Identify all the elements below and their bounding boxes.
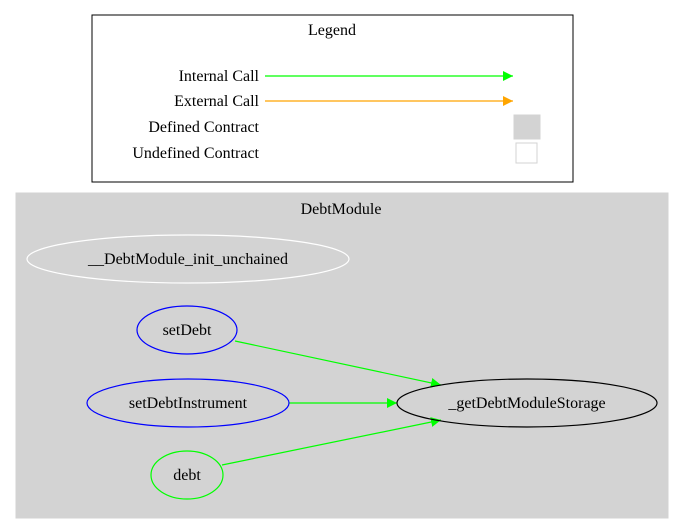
legend-title: Legend bbox=[308, 22, 356, 39]
legend-label-defined-contract: Defined Contract bbox=[148, 119, 259, 136]
node-shape bbox=[86, 378, 290, 428]
node-get-debt-module-storage[interactable]: _getDebtModuleStorage bbox=[396, 378, 658, 428]
legend-label-undefined-contract: Undefined Contract bbox=[132, 145, 259, 162]
node-label: setDebtInstrument bbox=[129, 395, 248, 412]
legend: Legend Internal Call External Call Defin… bbox=[91, 14, 574, 183]
edge-debt-to-storage bbox=[221, 417, 442, 466]
legend-label-internal-call: Internal Call bbox=[179, 68, 260, 85]
node-shape bbox=[396, 378, 658, 428]
node-debt[interactable]: debt bbox=[150, 450, 224, 500]
node-setdebt[interactable]: setDebt bbox=[136, 305, 238, 355]
node-label: debt bbox=[173, 467, 201, 484]
node-label: __DebtModule_init_unchained bbox=[87, 251, 288, 268]
node-shape bbox=[136, 305, 238, 355]
node-label: _getDebtModuleStorage bbox=[447, 395, 605, 412]
cluster-title: DebtModule bbox=[301, 201, 382, 218]
legend-defined-contract-swatch bbox=[513, 114, 541, 140]
node-shape bbox=[26, 234, 350, 284]
edge-setdebt-to-storage bbox=[234, 340, 442, 388]
node-setdebtinstrument[interactable]: setDebtInstrument bbox=[86, 378, 290, 428]
node-debtmodule-init-unchained[interactable]: __DebtModule_init_unchained bbox=[26, 234, 350, 284]
legend-label-external-call: External Call bbox=[174, 93, 259, 110]
node-shape bbox=[150, 450, 224, 500]
node-label: setDebt bbox=[163, 322, 212, 339]
cluster-background bbox=[15, 192, 669, 519]
cluster-debt-module: DebtModule __DebtModule_init_unchained s… bbox=[15, 192, 669, 519]
legend-frame bbox=[91, 14, 574, 183]
legend-undefined-contract-swatch bbox=[515, 142, 538, 164]
